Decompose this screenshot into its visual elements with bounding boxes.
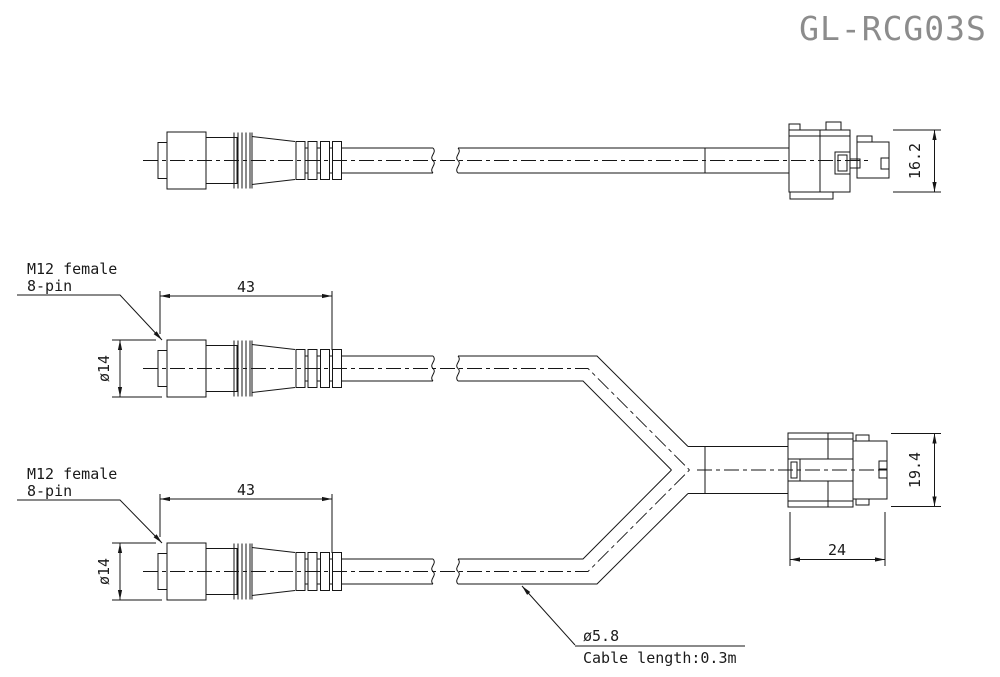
dim-arrow — [322, 496, 332, 502]
header-tab — [856, 135, 873, 143]
header-pin — [878, 460, 888, 470]
dim-arrow — [932, 433, 937, 444]
dim-19-4-text: 19.4 — [906, 452, 924, 488]
drawing-title: GL-RCG03S — [799, 9, 987, 48]
dimension-lines — [789, 512, 886, 566]
latch-block-bottom — [787, 480, 854, 508]
dim-arrow — [160, 293, 170, 299]
dim-connector-height-16-2: 16.2 — [893, 129, 941, 193]
label-m12-top-line1: M12 female — [27, 260, 117, 278]
housing-top-tab — [825, 121, 842, 131]
dim-diameter-bottom-text: ø14 — [95, 558, 113, 585]
dim-arrow — [932, 130, 937, 140]
housing-top-tab — [788, 123, 801, 131]
centerline-top-branch — [143, 368, 690, 471]
terminal-connector-top-view — [787, 432, 888, 508]
header-tab — [855, 498, 870, 506]
dimension-lines — [159, 291, 333, 350]
junction-sleeve — [688, 446, 788, 494]
dim-diameter-top-text: ø14 — [95, 355, 113, 382]
label-m12-top: M12 female 8-pin — [17, 260, 163, 341]
dim-diameter-14-bottom: ø14 — [95, 542, 162, 601]
leader-arrow — [522, 586, 531, 595]
dim-arrow — [117, 543, 123, 553]
dim-arrow — [932, 182, 937, 192]
leader-arrow — [153, 331, 162, 340]
leader-line — [17, 499, 163, 544]
dimension-lines — [891, 433, 941, 507]
leader-arrow — [153, 534, 162, 543]
dim-arrow — [790, 557, 800, 562]
dim-arrow — [160, 496, 170, 502]
connector-header — [856, 141, 890, 179]
y-splitter-view: 43 ø14 M12 female 8-pin 43 ø1 — [17, 260, 941, 667]
header-notch — [880, 157, 890, 170]
dim-connector-width-24: 24 — [789, 512, 886, 566]
cable-length-text: Cable length:0.3m — [583, 649, 737, 667]
cable-run — [456, 147, 789, 174]
dim-16-2-text: 16.2 — [906, 143, 924, 179]
latch-hinge-inner — [790, 461, 798, 479]
dimension-lines — [159, 494, 333, 553]
dim-length-43-top: 43 — [159, 278, 333, 350]
dim-arrow — [117, 387, 123, 397]
housing-detail-lines — [789, 130, 850, 192]
cable-diameter-text: ø5.8 — [583, 627, 619, 645]
label-m12-bottom: M12 female 8-pin — [17, 465, 163, 544]
dim-arrow — [932, 496, 937, 507]
dim-43-bottom-text: 43 — [237, 481, 255, 499]
header-tab — [855, 434, 870, 442]
header-pin — [878, 469, 888, 479]
dim-24-text: 24 — [828, 541, 846, 559]
terminal-connector-side-view — [788, 121, 890, 200]
leader-line — [17, 294, 163, 341]
dim-diameter-14-top: ø14 — [95, 339, 162, 398]
top-view: 16.2 — [143, 121, 941, 200]
leader-line — [521, 585, 745, 647]
latch-detail-lines — [788, 433, 853, 507]
housing-foot — [789, 191, 834, 200]
latch-bracket-inner — [837, 154, 848, 172]
centerline-bottom-branch — [143, 469, 690, 572]
dim-arrow — [875, 557, 885, 562]
dim-43-top-text: 43 — [237, 278, 255, 296]
latch-hinge — [787, 458, 801, 482]
dim-arrow — [117, 590, 123, 600]
dim-arrow — [322, 293, 332, 299]
label-m12-top-line2: 8-pin — [27, 277, 72, 295]
label-m12-bottom-line2: 8-pin — [27, 482, 72, 500]
label-m12-bottom-line1: M12 female — [27, 465, 117, 483]
latch-block-top — [787, 432, 854, 460]
cable-branch-bottom — [456, 469, 689, 585]
dimension-lines — [893, 129, 941, 193]
dim-connector-height-19-4: 19.4 — [891, 433, 941, 507]
cable-note: ø5.8 Cable length:0.3m — [521, 585, 745, 667]
cable-branch-top — [456, 355, 689, 471]
latch-pin — [849, 158, 861, 169]
dim-length-43-bottom: 43 — [159, 481, 333, 553]
dim-arrow — [117, 340, 123, 350]
